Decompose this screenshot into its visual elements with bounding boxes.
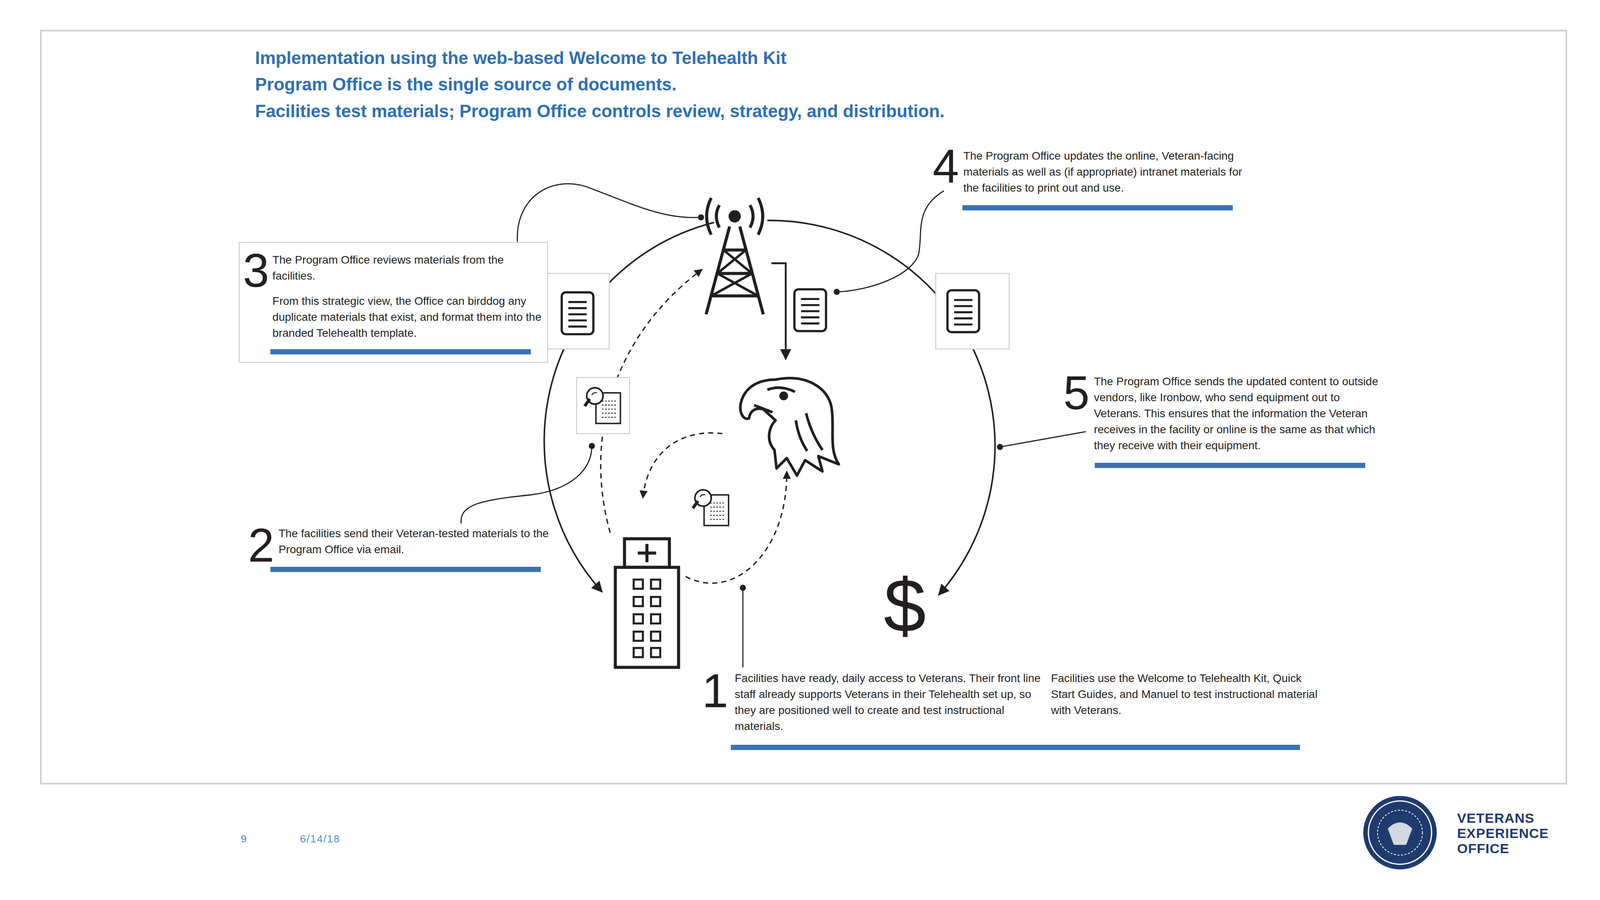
slide-title: Implementation using the web-based Welco… <box>255 49 787 67</box>
tower-icon <box>706 198 764 315</box>
underline-bar <box>1094 462 1366 468</box>
subtitle: Program Office is the single source of d… <box>255 75 677 94</box>
underline-bar <box>270 349 531 355</box>
dollar-symbol: $ <box>883 567 926 644</box>
underline-bar <box>730 744 1300 750</box>
callout-number: 3 <box>242 246 270 294</box>
callout-note: 2The facilities send their Veteran-teste… <box>248 521 570 572</box>
document-icon <box>561 292 594 335</box>
callout-note: 4The Program Office updates the online, … <box>932 142 1260 211</box>
callout-number: 4 <box>932 142 960 190</box>
hospital-icon <box>615 538 679 668</box>
eagle-icon <box>740 378 839 476</box>
dashed-flow <box>685 471 787 584</box>
page-number: 9 <box>240 833 247 844</box>
review-icon <box>584 387 621 424</box>
date: 6/14/18 <box>300 833 341 844</box>
callout-text: From this strategic view, the Office can… <box>272 293 544 342</box>
underline-bar <box>270 566 541 572</box>
va-seal <box>1363 796 1437 870</box>
callout-text: The Program Office sends the updated con… <box>1094 373 1380 454</box>
frame <box>40 30 1567 784</box>
cycle-arc <box>544 222 715 592</box>
callout-text: Facilities use the Welcome to Telehealth… <box>1051 670 1319 719</box>
doc-card <box>935 273 1010 350</box>
callout-note: 5The Program Office sends the updated co… <box>1063 369 1380 468</box>
leader-lines <box>461 183 1086 668</box>
callout-note: 1Facilities have ready, daily access to … <box>702 667 1319 750</box>
dashed-flow <box>642 432 723 498</box>
office-name: VETERANS EXPERIENCE OFFICE <box>1457 810 1549 856</box>
callout-text: The Program Office reviews materials fro… <box>272 252 544 284</box>
callout-number: 1 <box>702 667 729 715</box>
callout-text: The Program Office updates the online, V… <box>963 148 1260 196</box>
review-icon <box>692 489 729 526</box>
callout-number: 5 <box>1063 369 1090 417</box>
document-icon <box>794 289 826 332</box>
leader-dots <box>588 214 1004 591</box>
callout-text: Facilities have ready, daily access to V… <box>734 670 1043 735</box>
document-icon <box>947 290 980 333</box>
underline-bar <box>962 205 1233 211</box>
doc-card <box>576 377 630 434</box>
callout-number: 2 <box>248 521 275 569</box>
callout-text: The facilities send their Veteran-tested… <box>278 525 570 558</box>
subtitle: Facilities test materials; Program Offic… <box>255 102 945 120</box>
doc-card <box>546 273 610 350</box>
flow-arrow <box>771 263 786 360</box>
callout-box: 3The Program Office reviews materials fr… <box>238 242 548 363</box>
